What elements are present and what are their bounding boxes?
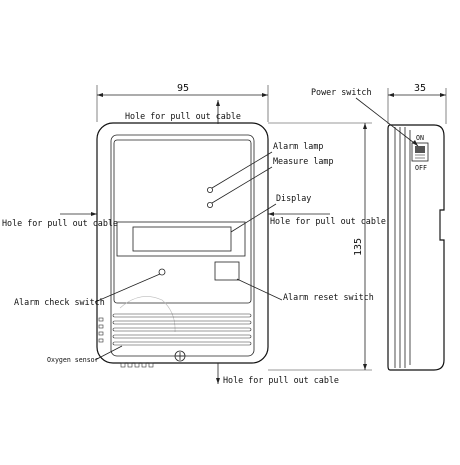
alarm-check-label: Alarm check switch (14, 297, 105, 307)
oxygen-sensor-callout: Oxygen sensor (47, 345, 123, 364)
alarm-check-switch-icon (158, 268, 166, 276)
alarm-reset-label: Alarm reset switch (283, 292, 374, 302)
side-body: ON OFF (387, 124, 445, 371)
alarm-check-callout: Alarm check switch (14, 273, 161, 307)
front-body (96, 122, 269, 368)
hole-bottom-callout: Hole for pull out cable (216, 363, 339, 385)
alarm-lamp-icon (206, 186, 213, 193)
display-callout: Display (230, 193, 311, 233)
alarm-lamp-label: Alarm lamp (273, 141, 323, 151)
height-value: 135 (353, 238, 364, 256)
display-screen (132, 226, 232, 252)
vent-slots (112, 313, 252, 346)
height-dimension: 135 (268, 122, 372, 371)
alarm-reset-switch-icon (214, 261, 240, 281)
width-dimension: 95 (96, 83, 269, 122)
switch-off-label: OFF (415, 164, 427, 172)
power-switch-callout: Power switch (311, 87, 419, 147)
alarm-reset-callout: Alarm reset switch (236, 278, 374, 302)
measure-lamp-icon (206, 201, 213, 208)
hole-top-label: Hole for pull out cable (125, 111, 241, 121)
display-bezel (116, 221, 246, 257)
switch-on-label: ON (416, 134, 424, 142)
front-outer-shell (96, 122, 269, 364)
bottom-holes (120, 362, 154, 368)
side-slots (98, 317, 104, 343)
alarm-lamp-callout: Alarm lamp (211, 141, 323, 189)
hole-right-label: Hole for pull out cable (270, 216, 386, 226)
display-label: Display (276, 193, 311, 203)
hole-top-callout: Hole for pull out cable (125, 100, 241, 124)
hole-right-callout: Hole for pull out cable (268, 212, 386, 226)
width-value: 95 (177, 83, 189, 94)
power-switch-icon (411, 142, 429, 162)
front-window (113, 139, 252, 304)
side-shell (387, 124, 445, 371)
oxygen-sensor-label: Oxygen sensor (47, 356, 99, 364)
power-switch-knob (415, 146, 425, 153)
measure-lamp-callout: Measure lamp (211, 156, 334, 204)
screw-icon (174, 350, 186, 362)
measure-lamp-label: Measure lamp (273, 156, 334, 166)
depth-dimension: 35 (387, 83, 447, 124)
power-switch-label: Power switch (311, 87, 372, 97)
hole-left-callout: Hole for pull out cable (2, 212, 118, 228)
hole-bottom-label: Hole for pull out cable (223, 375, 339, 385)
depth-value: 35 (414, 83, 426, 94)
hole-left-label: Hole for pull out cable (2, 218, 118, 228)
